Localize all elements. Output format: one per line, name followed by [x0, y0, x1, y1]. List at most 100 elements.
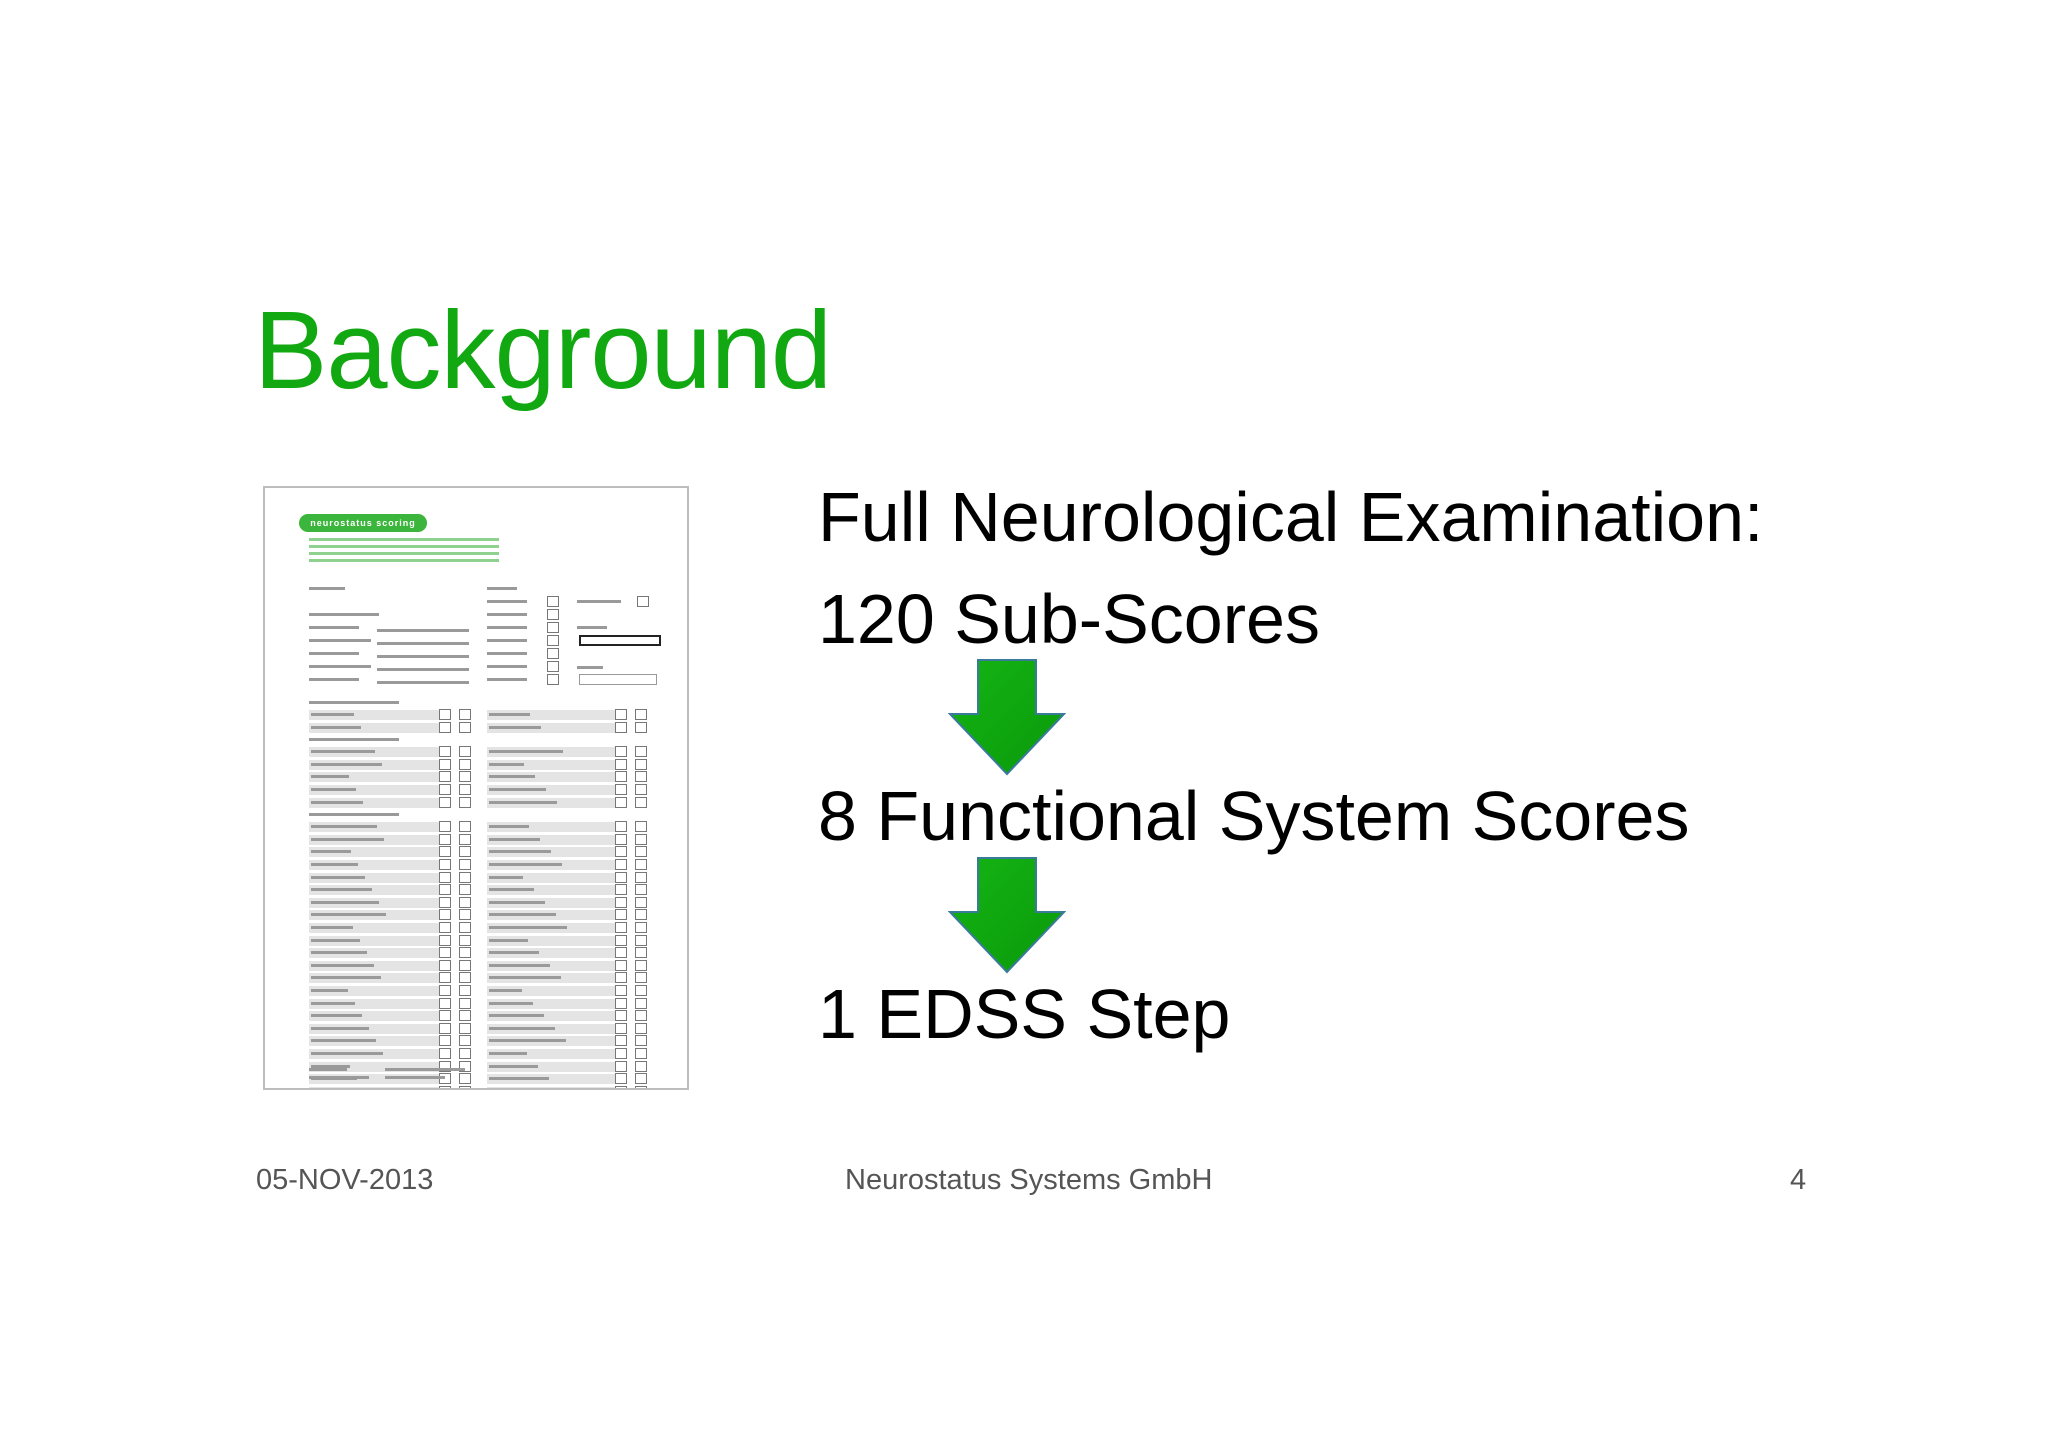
- form-checkbox: [635, 972, 647, 984]
- form-text: [489, 926, 567, 929]
- form-checkbox: [547, 622, 559, 633]
- form-text: [489, 938, 528, 942]
- form-text: [309, 652, 359, 655]
- form-checkbox: [635, 1085, 647, 1088]
- form-row: [487, 960, 617, 971]
- footer-page-number: 4: [1790, 1164, 1807, 1196]
- form-row: [309, 948, 441, 959]
- form-checkbox: [615, 985, 627, 996]
- form-checkbox: [615, 934, 627, 946]
- form-row: [487, 722, 617, 733]
- form-checkbox: [459, 896, 471, 908]
- form-checkbox: [635, 833, 647, 845]
- form-checkbox: [615, 833, 627, 845]
- form-checkbox: [439, 746, 451, 758]
- form-text: [489, 913, 556, 917]
- form-text: [487, 665, 527, 668]
- form-text: [311, 725, 361, 729]
- form-checkbox: [615, 972, 627, 984]
- form-checkbox: [459, 1035, 471, 1047]
- form-checkbox: [459, 985, 471, 996]
- form-row: [309, 1074, 441, 1085]
- form-text: [489, 863, 562, 866]
- form-checkbox: [635, 1035, 647, 1047]
- form-checkbox: [439, 721, 451, 733]
- form-text: [487, 678, 527, 681]
- form-text: [311, 875, 365, 879]
- form-text: [311, 926, 353, 929]
- form-text: [311, 788, 356, 791]
- form-text: [311, 850, 351, 854]
- form-checkbox: [439, 859, 451, 870]
- form-checkbox: [459, 709, 471, 720]
- form-checkbox: [439, 1022, 451, 1034]
- form-checkbox: [459, 934, 471, 946]
- form-row: [309, 772, 441, 783]
- form-checkbox: [459, 1085, 471, 1088]
- form-text: [311, 1014, 362, 1018]
- form-checkbox: [615, 784, 627, 795]
- form-checkbox: [635, 997, 647, 1009]
- form-row: [487, 834, 617, 845]
- form-text: [489, 1014, 544, 1018]
- form-checkbox: [459, 833, 471, 845]
- form-checkbox: [439, 796, 451, 808]
- form-footnote: [385, 1076, 445, 1079]
- form-text: [311, 963, 374, 967]
- form-checkbox: [459, 871, 471, 883]
- form-checkbox: [439, 871, 451, 883]
- form-text: [311, 825, 377, 829]
- form-text: [377, 668, 469, 671]
- form-row: [487, 847, 617, 858]
- form-checkbox: [459, 859, 471, 870]
- form-text: [577, 600, 621, 603]
- form-checkbox: [635, 771, 647, 783]
- form-checkbox: [615, 871, 627, 883]
- form-checkbox: [439, 1060, 451, 1072]
- form-text: [487, 600, 527, 603]
- form-text: [487, 626, 527, 629]
- form-text: [311, 888, 372, 892]
- form-checkbox: [459, 721, 471, 733]
- form-text: [489, 775, 535, 779]
- form-row: [309, 722, 441, 733]
- form-row: [309, 747, 441, 758]
- form-text: [377, 655, 469, 658]
- form-checkbox: [635, 1060, 647, 1072]
- footer-date: 05-NOV-2013: [256, 1164, 434, 1196]
- form-row: [309, 710, 441, 720]
- form-row: [487, 1086, 617, 1088]
- form-section-heading: [309, 701, 399, 704]
- footer-company: Neurostatus Systems GmbH: [845, 1164, 1213, 1196]
- form-checkbox: [459, 1048, 471, 1059]
- form-text: [311, 1052, 383, 1055]
- form-checkbox: [459, 796, 471, 808]
- form-text: [489, 825, 529, 829]
- form-checkbox: [615, 884, 627, 896]
- form-text: [377, 681, 469, 684]
- form-row: [309, 1011, 441, 1022]
- form-header-badge: neurostatus scoring: [299, 514, 427, 532]
- form-checkbox: [615, 896, 627, 908]
- form-text: [489, 1077, 549, 1081]
- form-row: [487, 1011, 617, 1022]
- form-checkbox: [635, 871, 647, 883]
- form-text: [577, 626, 607, 629]
- form-text: [309, 626, 359, 629]
- form-text: [311, 1026, 369, 1030]
- form-checkbox: [615, 1010, 627, 1022]
- form-checkbox: [439, 1085, 451, 1088]
- form-text: [311, 951, 367, 955]
- form-checkbox: [439, 934, 451, 946]
- form-checkbox: [615, 821, 627, 833]
- form-footnote: [385, 1068, 465, 1071]
- form-text: [489, 1039, 566, 1043]
- form-checkbox: [459, 947, 471, 959]
- form-checkbox: [439, 909, 451, 921]
- form-row: [309, 1061, 441, 1072]
- form-checkbox: [459, 821, 471, 833]
- form-text: [311, 1039, 376, 1043]
- form-row: [309, 797, 441, 808]
- form-checkbox: [615, 1022, 627, 1034]
- form-checkbox: [635, 1073, 647, 1085]
